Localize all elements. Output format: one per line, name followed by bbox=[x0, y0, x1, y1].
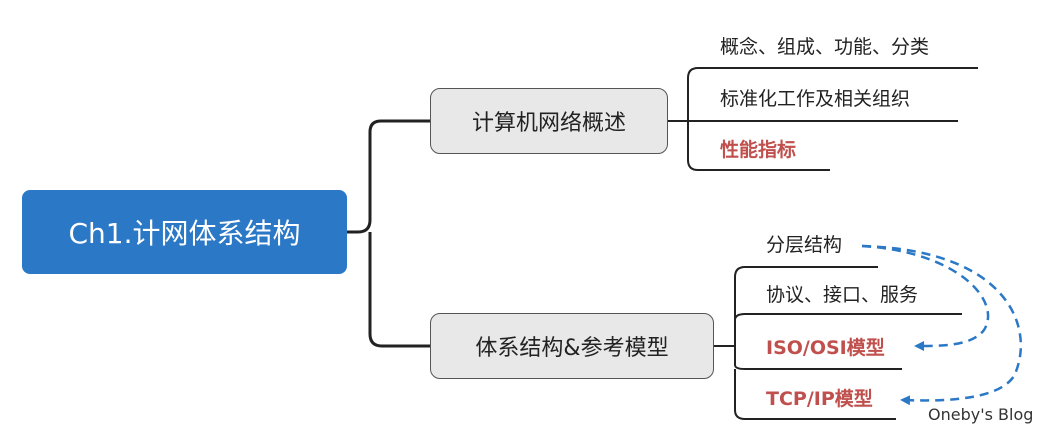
branch-node-architecture[interactable]: 体系结构&参考模型 bbox=[430, 313, 714, 379]
branch-node-label: 计算机网络概述 bbox=[471, 111, 626, 136]
root-node-label: Ch1.计网体系结构 bbox=[68, 217, 301, 250]
relation-arrow-to-osi bbox=[861, 244, 990, 351]
connector-branch2-leaf2 bbox=[734, 313, 962, 321]
connector-root-branch2 bbox=[368, 232, 430, 348]
connector-branch2-leaf3 bbox=[734, 346, 902, 370]
branch-node-label: 体系结构&参考模型 bbox=[475, 336, 669, 361]
connector-branch2-leaf1 bbox=[734, 266, 878, 346]
connector-root-branch1 bbox=[347, 119, 430, 234]
leaf-protocol-interface-service[interactable]: 协议、接口、服务 bbox=[766, 284, 919, 306]
relation-arrow-to-tcpip bbox=[861, 244, 1023, 406]
leaf-standardization[interactable]: 标准化工作及相关组织 bbox=[720, 88, 911, 110]
leaf-iso-osi-model[interactable]: ISO/OSI模型 bbox=[766, 337, 885, 359]
leaf-concepts[interactable]: 概念、组成、功能、分类 bbox=[720, 36, 930, 58]
leaf-performance-metrics[interactable]: 性能指标 bbox=[720, 139, 797, 161]
branch-node-overview[interactable]: 计算机网络概述 bbox=[430, 88, 668, 154]
root-node[interactable]: Ch1.计网体系结构 bbox=[22, 190, 347, 274]
connector-branch1-leaf1 bbox=[687, 67, 978, 121]
connector-branch2-leaf4 bbox=[734, 369, 896, 420]
connector-branch1-leaf3 bbox=[687, 121, 830, 171]
leaf-layered-structure[interactable]: 分层结构 bbox=[766, 234, 843, 256]
leaf-tcp-ip-model[interactable]: TCP/IP模型 bbox=[766, 388, 873, 410]
watermark-text: Oneby's Blog bbox=[928, 405, 1034, 424]
